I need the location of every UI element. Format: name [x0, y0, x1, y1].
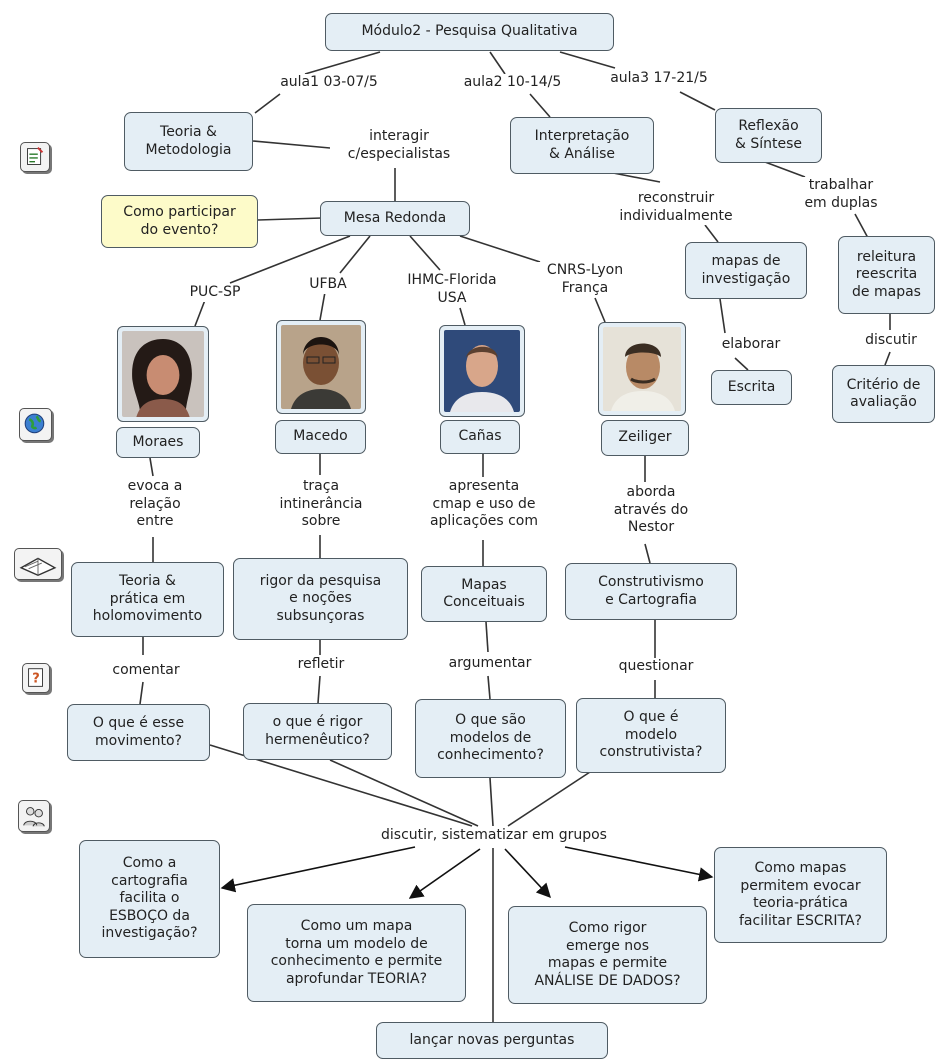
node-q-modelos[interactable]: O que são modelos de conhecimento?	[415, 699, 566, 778]
question-icon[interactable]: ?	[22, 663, 50, 693]
link-interagir: interagir c/especialistas	[330, 128, 468, 163]
node-zeiliger[interactable]: Zeiliger	[601, 420, 689, 456]
portrait-zeiliger	[603, 327, 681, 411]
portrait-canas	[444, 330, 520, 412]
link-comentar: comentar	[98, 662, 194, 680]
link-discutir: discutir	[855, 332, 927, 350]
link-discutir-grupos: discutir, sistematizar em grupos	[352, 827, 636, 845]
link-elaborar: elaborar	[713, 336, 789, 354]
portrait-moraes	[122, 331, 204, 417]
node-rigor-emerge[interactable]: Como rigor emerge nos mapas e permite AN…	[508, 906, 707, 1004]
node-mapas-evocar[interactable]: Como mapas permitem evocar teoria-prátic…	[714, 847, 887, 943]
globe-icon[interactable]	[19, 408, 52, 441]
node-lancar-perguntas[interactable]: lançar novas perguntas	[376, 1022, 608, 1059]
node-rigor-pesquisa[interactable]: rigor da pesquisa e noções subsunçoras	[233, 558, 408, 640]
link-aula3: aula3 17-21/5	[590, 70, 728, 88]
link-traca: traça intinerância sobre	[263, 478, 379, 531]
node-canas[interactable]: Cañas	[440, 420, 520, 454]
link-ihmc: IHMC-Florida USA	[392, 272, 512, 307]
node-reflexao-sintese[interactable]: Reflexão & Síntese	[715, 108, 822, 163]
node-releitura[interactable]: releitura reescrita de mapas	[838, 236, 935, 314]
photo-canas	[439, 325, 525, 417]
link-refletir: refletir	[286, 656, 356, 674]
photo-macedo	[276, 320, 366, 414]
node-criterio-avaliacao[interactable]: Critério de avaliação	[832, 365, 935, 423]
node-q-rigor[interactable]: o que é rigor hermenêutico?	[243, 703, 392, 760]
link-aula1: aula1 03-07/5	[263, 74, 395, 92]
node-moraes[interactable]: Moraes	[116, 427, 200, 458]
svg-text:?: ?	[32, 672, 40, 687]
node-construtivismo[interactable]: Construtivismo e Cartografia	[565, 563, 737, 620]
link-aula2: aula2 10-14/5	[443, 74, 582, 92]
link-ufba: UFBA	[298, 276, 358, 294]
node-como-participar[interactable]: Como participar do evento?	[101, 195, 258, 248]
node-cartografia[interactable]: Como a cartografia facilita o ESBOÇO da …	[79, 840, 220, 958]
node-q-movimento[interactable]: O que é esse movimento?	[67, 704, 210, 761]
link-apresenta: apresenta cmap e uso de aplicações com	[417, 478, 551, 531]
node-mesa-redonda[interactable]: Mesa Redonda	[320, 201, 470, 236]
link-aborda: aborda através do Nestor	[605, 484, 697, 537]
node-mapas-conceituais[interactable]: Mapas Conceituais	[421, 566, 547, 622]
node-macedo[interactable]: Macedo	[275, 420, 366, 454]
node-mapa-modelo[interactable]: Como um mapa torna um modelo de conhecim…	[247, 904, 466, 1002]
link-trabalhar: trabalhar em duplas	[800, 177, 882, 212]
node-root[interactable]: Módulo2 - Pesquisa Qualitativa	[325, 13, 614, 51]
link-puc-sp: PUC-SP	[175, 284, 255, 302]
node-teoria-metodologia[interactable]: Teoria & Metodologia	[124, 112, 253, 171]
node-interpretacao-analise[interactable]: Interpretação & Análise	[510, 117, 654, 174]
node-escrita[interactable]: Escrita	[711, 370, 792, 405]
link-evoca: evoca a relação entre	[113, 478, 197, 531]
link-cnrs: CNRS-Lyon França	[530, 262, 640, 297]
node-q-construtivista[interactable]: O que é modelo construtivista?	[576, 698, 726, 773]
link-reconstruir: reconstruir individualmente	[602, 190, 750, 225]
node-teoria-pratica[interactable]: Teoria & prática em holomovimento	[71, 562, 224, 637]
photo-zeiliger	[598, 322, 686, 416]
link-argumentar: argumentar	[433, 655, 547, 673]
book-icon[interactable]	[14, 548, 62, 580]
photo-moraes	[117, 326, 209, 422]
people-icon[interactable]	[18, 800, 50, 832]
portrait-macedo	[281, 325, 361, 409]
node-mapas-investigacao[interactable]: mapas de investigação	[685, 242, 807, 299]
link-questionar: questionar	[603, 658, 709, 676]
document-icon[interactable]	[20, 142, 50, 172]
